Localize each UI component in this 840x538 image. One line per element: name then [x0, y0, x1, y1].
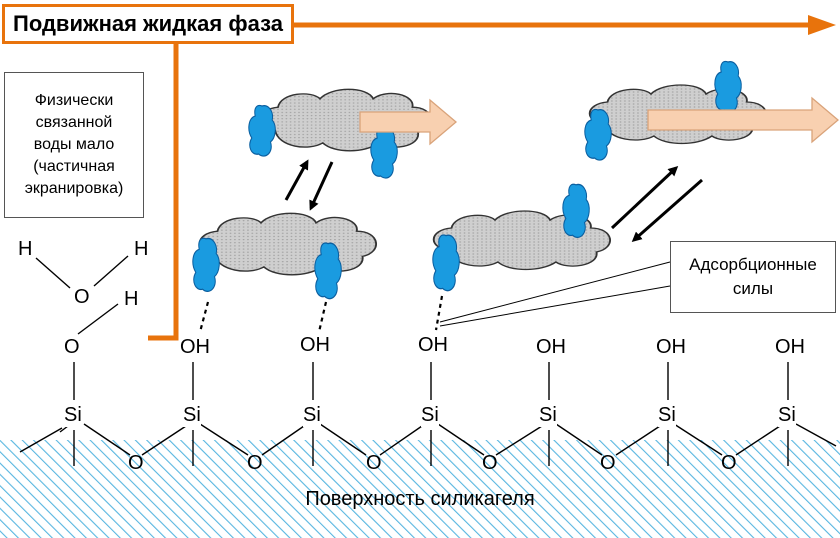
bridge-o: O: [247, 452, 263, 474]
adsorption-pointer: [439, 261, 671, 327]
silanol-oh: OH: [300, 334, 330, 356]
si-atom: Si: [778, 404, 796, 427]
water-h-3: H: [124, 288, 139, 310]
hydrophobic-group-icon: [562, 183, 590, 239]
hydrophobic-group-icon: [714, 60, 742, 113]
silanol-oh: OH: [536, 336, 566, 358]
flow-arrow-icon: [647, 96, 840, 144]
adsorption-dashes: [198, 295, 444, 333]
equilibrium-arrows-right: [610, 165, 703, 242]
si-atom: Si: [539, 404, 557, 427]
bridge-o: O: [482, 452, 498, 474]
silanol-oh: OH: [418, 334, 448, 356]
bridge-o: O: [128, 452, 144, 474]
molecule-lower-right: [432, 183, 612, 292]
down-arrow-icon: [631, 178, 703, 242]
flow-arrowhead-icon: [808, 15, 836, 35]
silanol-oh: OH: [656, 336, 686, 358]
anchor-o: O: [64, 336, 80, 358]
si-atom: Si: [421, 404, 439, 427]
adsorption-line: силы: [732, 279, 774, 298]
bound-water-note: Физически связанной воды мало (частичная…: [4, 72, 144, 218]
note-line: воды мало: [33, 136, 115, 153]
bridge-o: O: [366, 452, 382, 474]
adsorption-line: Адсорбционные: [689, 255, 817, 274]
note-line: экранировка): [24, 180, 124, 197]
molecule-cloud-icon: [198, 212, 378, 276]
silica-backbone: [19, 362, 837, 466]
silanol-oh: OH: [775, 336, 805, 358]
hydrophobic-group-icon: [584, 108, 612, 161]
si-atom: Si: [64, 404, 82, 427]
molecule-upper-left: [248, 88, 433, 179]
note-line: (частичная: [33, 158, 115, 175]
surface-label-text: Поверхность силикагеля: [305, 488, 535, 510]
water-bonds: [35, 255, 129, 335]
silica-surface: [0, 440, 840, 538]
bridge-o: O: [721, 452, 737, 474]
equilibrium-arrows-left: [284, 159, 334, 211]
mobile-phase-flow: [148, 15, 836, 341]
mobile-phase-text: Подвижная жидкая фаза: [13, 11, 283, 36]
water-o: O: [74, 286, 90, 308]
up-arrow-icon: [610, 165, 679, 230]
mobile-phase-label: Подвижная жидкая фаза: [2, 4, 294, 44]
si-atom: Si: [303, 404, 321, 427]
si-atom: Si: [658, 404, 676, 427]
hydrophobic-group-icon: [192, 237, 220, 293]
note-line: связанной: [35, 114, 113, 131]
bridge-o: O: [600, 452, 616, 474]
hydrophobic-group-icon: [248, 104, 276, 157]
flow-arrow-icon: [359, 98, 458, 146]
surface-label: Поверхность силикагеля: [0, 488, 840, 511]
si-atom: Si: [183, 404, 201, 427]
silanol-oh: OH: [180, 336, 210, 358]
molecule-lower-left: [192, 212, 378, 300]
water-h-1: H: [18, 238, 33, 260]
adsorption-label: Адсорбционные силы: [670, 241, 836, 313]
water-h-2: H: [134, 238, 149, 260]
down-arrow-icon: [309, 161, 334, 211]
up-arrow-icon: [284, 159, 309, 201]
note-line: Физически: [34, 92, 114, 109]
